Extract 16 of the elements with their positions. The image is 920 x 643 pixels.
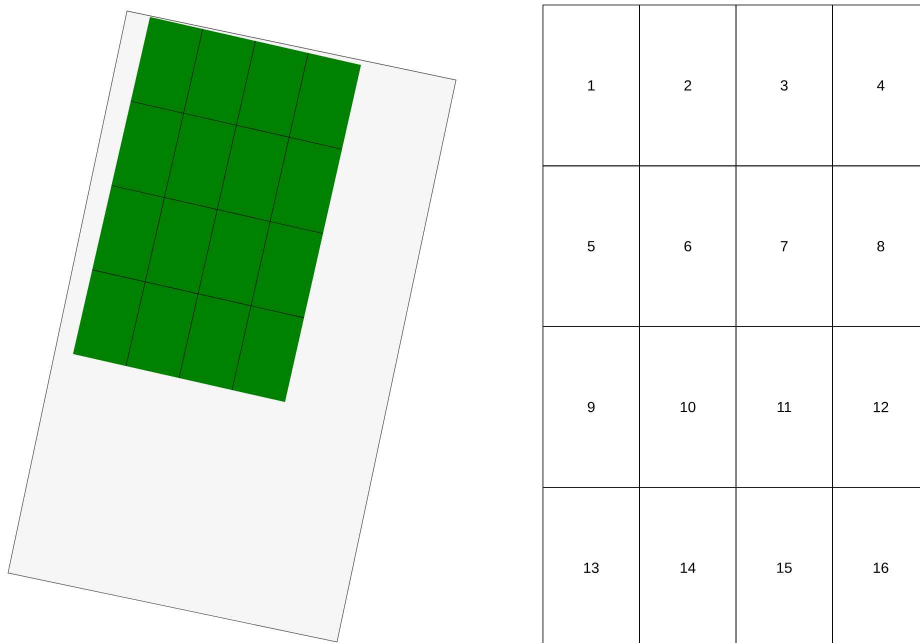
grid-cell: 14: [639, 487, 736, 643]
grid-cell: 11: [736, 326, 833, 488]
grid-cell: 16: [832, 487, 920, 643]
grid-cell: 1: [542, 4, 640, 166]
grid-cell: 15: [736, 487, 833, 643]
grid-cell: 8: [832, 165, 920, 327]
grid-cell: 3: [736, 4, 833, 166]
grid-cell: 12: [832, 326, 920, 488]
grid-cell: 6: [639, 165, 736, 327]
grid-cell: 9: [542, 326, 640, 488]
grid-cell: 13: [542, 487, 640, 643]
grid-cell: 4: [832, 4, 920, 166]
grid-cell: 10: [639, 326, 736, 488]
grid-cell: 2: [639, 4, 736, 166]
grid-cell: 5: [542, 165, 640, 327]
grid-cell: 7: [736, 165, 833, 327]
